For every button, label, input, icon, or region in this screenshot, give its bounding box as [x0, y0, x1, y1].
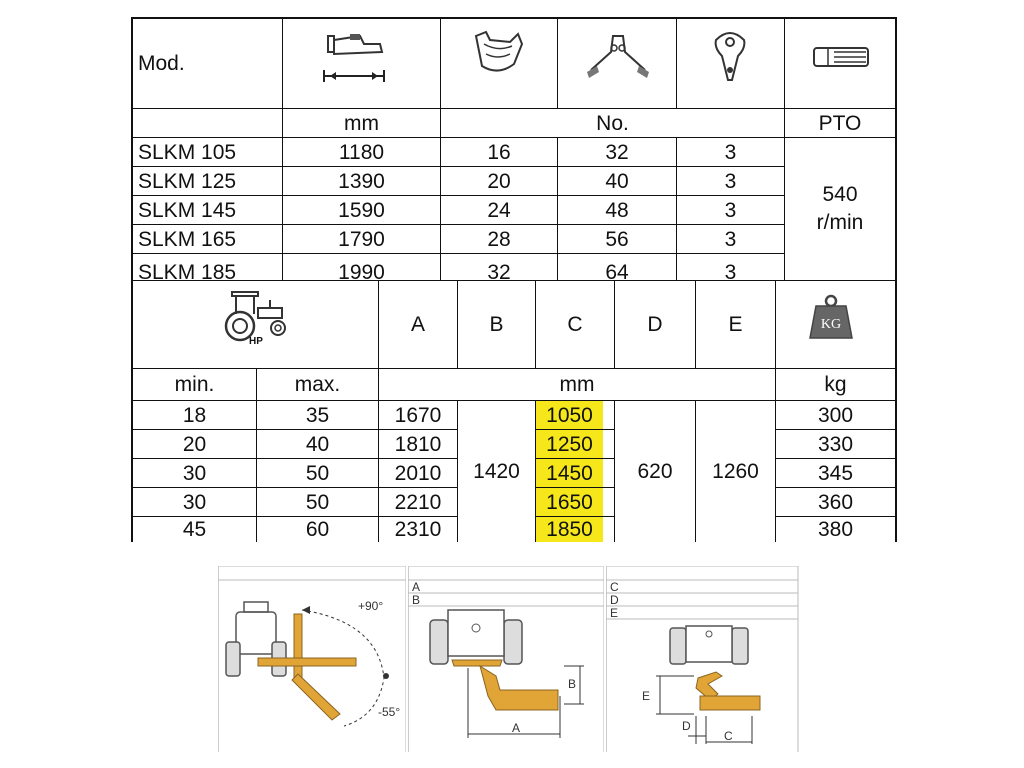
hp-max-cell: 60: [305, 518, 330, 541]
blades-cell: 32: [487, 260, 511, 281]
model-cell: SLKM 145: [138, 198, 237, 222]
model-cell: SLKM 125: [138, 169, 237, 193]
hammers-cell: 48: [605, 198, 629, 222]
knives-cell: 3: [724, 227, 737, 251]
pto-speed: 540 r/min: [785, 138, 895, 280]
dim-a-cell: 2210: [394, 490, 442, 514]
unit-kg: kg: [824, 373, 847, 396]
flail-knife-icon: [710, 30, 750, 91]
dim-d-label: D: [682, 719, 691, 733]
working-width-icon: [320, 30, 390, 91]
model-cell: SLKM 185: [138, 260, 237, 281]
width-cell: 1590: [338, 198, 385, 222]
weight-cell: 360: [817, 490, 854, 514]
weight-cell: 300: [817, 403, 854, 427]
hp-max-cell: 40: [305, 432, 330, 456]
blade-icon: [470, 30, 526, 85]
kg-label: KG: [820, 317, 842, 332]
unit-mm: mm: [344, 111, 379, 135]
dim-b-cell: 1420: [473, 460, 520, 483]
weight-cell: 380: [817, 518, 854, 541]
dim-header-d: D: [647, 313, 663, 336]
hammers-cell: 56: [605, 227, 629, 251]
row-label-a: A: [412, 580, 420, 594]
knives-cell: 3: [724, 169, 737, 193]
unit-no: No.: [596, 111, 629, 135]
width-cell: 1790: [338, 227, 385, 251]
dim-c-cell: 1250: [536, 430, 603, 458]
hammers-cell: 40: [605, 169, 629, 193]
blades-cell: 24: [487, 198, 511, 222]
hp-max-cell: 50: [305, 461, 330, 485]
hp-label: HP: [249, 336, 263, 347]
dim-c-cell: 1450: [536, 459, 603, 487]
row-label-e: E: [610, 606, 618, 620]
diagram-tilt-angle: +90° -55°: [217, 565, 407, 752]
dim-header-e: E: [728, 313, 743, 336]
width-cell: 1390: [338, 169, 385, 193]
weight-cell: 330: [817, 432, 854, 456]
hammers-cell: 64: [605, 260, 629, 281]
diagram-dimensions-cde: C D E E D C: [605, 565, 800, 752]
hp-max-cell: 35: [305, 403, 330, 427]
row-label-d: D: [610, 593, 619, 607]
width-cell: 1180: [338, 140, 385, 164]
hp-max-cell: 50: [305, 490, 330, 514]
hp-min-cell: 30: [182, 490, 207, 514]
unit-min: min.: [174, 373, 215, 396]
hp-min-cell: 30: [182, 461, 207, 485]
unit-mm: mm: [559, 373, 595, 396]
pto-speed-value: 540: [822, 183, 858, 206]
dim-a-cell: 1670: [394, 403, 442, 427]
tractor-icon: [218, 288, 292, 355]
dim-c-cell: 1850: [536, 517, 603, 542]
dim-d-cell: 620: [637, 460, 673, 483]
unit-pto: PTO: [818, 111, 862, 135]
hammer-pair-icon: [585, 32, 651, 85]
angle-bottom-label: -55°: [378, 705, 400, 719]
hammers-cell: 32: [605, 140, 629, 164]
pto-shaft-icon: [812, 44, 870, 75]
dim-header-b: B: [489, 313, 504, 336]
knives-cell: 3: [724, 260, 737, 281]
dim-header-c: C: [567, 313, 583, 336]
dim-c-cell: 1650: [536, 488, 603, 516]
blades-cell: 20: [487, 169, 511, 193]
hp-min-cell: 45: [182, 518, 207, 541]
dim-header-a: A: [410, 313, 425, 336]
pto-speed-unit: r/min: [816, 211, 864, 234]
weight-cell: 345: [817, 461, 854, 485]
dim-b-label: B: [568, 677, 576, 691]
diagram-dimensions-ab: A B A B: [407, 565, 605, 752]
model-header: Mod.: [138, 52, 185, 75]
dim-a-cell: 2010: [394, 461, 442, 485]
dim-a-cell: 1810: [394, 432, 442, 456]
dim-a-cell: 2310: [394, 518, 442, 541]
row-label-c: C: [610, 580, 619, 594]
blades-cell: 28: [487, 227, 511, 251]
angle-top-label: +90°: [358, 599, 383, 613]
row-label-b: B: [412, 593, 420, 607]
dim-e-cell: 1260: [712, 460, 759, 483]
dim-c-label: C: [724, 729, 733, 743]
unit-max: max.: [294, 373, 341, 396]
knives-cell: 3: [724, 140, 737, 164]
dim-c-cell: 1050: [536, 401, 603, 429]
knives-cell: 3: [724, 198, 737, 222]
hp-min-cell: 20: [182, 432, 207, 456]
hp-min-cell: 18: [182, 403, 207, 427]
blades-cell: 16: [487, 140, 511, 164]
dim-e-label: E: [642, 689, 650, 703]
dim-a-label: A: [512, 721, 520, 735]
weight-icon: [806, 294, 856, 345]
width-cell: 1990: [338, 260, 385, 281]
model-cell: SLKM 105: [138, 140, 237, 164]
model-cell: SLKM 165: [138, 227, 237, 251]
